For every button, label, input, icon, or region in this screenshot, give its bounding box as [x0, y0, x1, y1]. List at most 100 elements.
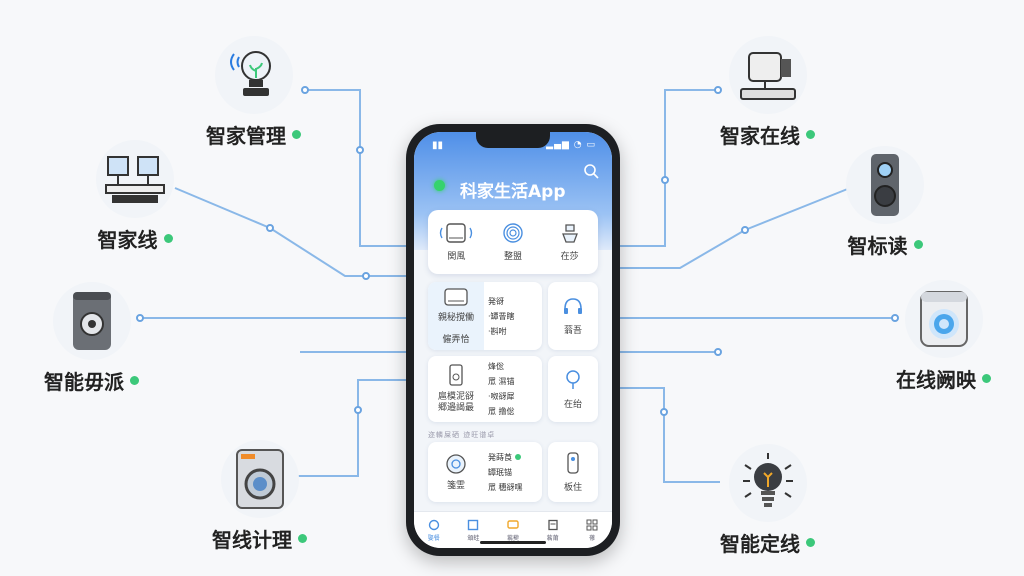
device-tile-6[interactable]: 板住 — [548, 442, 598, 502]
device-left-top[interactable]: 智家管理 — [206, 36, 301, 149]
tile-line: 烽倊 — [488, 362, 504, 371]
wire-node — [741, 226, 749, 234]
device-tile-4[interactable]: 在绐 — [548, 356, 598, 422]
status-time-icon: ▮▮ — [432, 140, 444, 151]
home-circle-icon — [428, 519, 439, 530]
grid-icon — [586, 519, 598, 530]
online-dot — [913, 240, 923, 249]
online-dot — [806, 538, 815, 547]
quick-control-sink[interactable]: 在莎 — [541, 210, 598, 274]
wire-node — [714, 348, 722, 356]
device-label: 智标读 — [847, 234, 908, 258]
online-dot — [982, 374, 991, 383]
nav-label: 蓚 — [589, 534, 596, 542]
online-dot — [298, 534, 307, 543]
device-tile-5[interactable]: 箋霊 発蒔莨 罈珉锚 罛 穗谺嘿 — [428, 442, 542, 502]
sink-icon — [561, 224, 578, 243]
wire-node — [362, 272, 370, 280]
online-dot — [806, 130, 815, 139]
speaker-icon — [449, 364, 463, 386]
projector-icon — [728, 36, 807, 114]
nav-label: 頒蛙 — [467, 534, 480, 542]
device-right-bottom[interactable]: 智能定线 — [720, 444, 815, 557]
wire-left-top — [305, 89, 410, 247]
online-dot — [292, 130, 301, 139]
device-right-low[interactable]: 在线阙映 — [896, 280, 991, 393]
air-purifier-icon — [52, 282, 131, 360]
wire-left-mid — [174, 187, 410, 277]
online-dot — [514, 453, 521, 460]
fingerprint-icon — [503, 223, 523, 243]
tile-line: 罛 撸倊 — [488, 407, 515, 416]
app-title: 科家生活App — [460, 182, 566, 202]
light-bulb-icon — [214, 36, 293, 114]
quick-control-router[interactable]: 関風 — [428, 210, 485, 274]
quick-control-label: 関風 — [447, 252, 466, 262]
device-tile-3[interactable]: 扈模泥谺 郷邉謁最 烽倊 罛 濕锚 ·呶谺犀 罛 撸倊 — [428, 356, 542, 422]
robot-vacuum-icon — [446, 453, 466, 474]
router-icon — [440, 223, 473, 243]
list-icon — [547, 519, 558, 530]
app-status-dot — [434, 180, 445, 191]
device-left-low[interactable]: 智能毋派 — [44, 282, 139, 395]
device-label: 智家在线 — [720, 124, 800, 148]
robot-vacuum-icon — [904, 280, 983, 358]
wire-right-bottom — [616, 387, 720, 483]
nav-label: 娶餐 — [427, 534, 440, 542]
tile-label: 親秘撹働 僱弄恰 — [437, 312, 474, 345]
nav-label: 蓊莆 — [546, 534, 559, 542]
device-label: 智家线 — [97, 228, 158, 252]
nav-tab-list[interactable]: 蓊莆 — [533, 512, 573, 548]
tile-label: 蓊吾 — [563, 325, 582, 336]
device-left-bottom[interactable]: 智线计理 — [212, 440, 307, 553]
lamp-icon — [566, 369, 580, 389]
quick-control-label: 在莎 — [560, 252, 579, 262]
tile-label: 扈模泥谺 郷邉謁最 — [437, 392, 474, 413]
device-tile-1[interactable]: 親秘撹働 僱弄恰 発谺 ·罈罾瞎 ·斟咐 — [428, 282, 542, 350]
device-right-top[interactable]: 智家在线 — [720, 36, 815, 149]
quick-control-label: 整盟 — [504, 252, 523, 262]
device-label: 智能毋派 — [44, 370, 124, 394]
wire-node — [661, 176, 669, 184]
wire-node — [301, 86, 309, 94]
nav-tab-messages[interactable]: 蓊葜 — [493, 512, 533, 548]
smart-bulb-icon — [728, 444, 807, 522]
square-icon — [468, 519, 479, 530]
nav-label: 蓊葜 — [506, 534, 519, 542]
phone-notch — [476, 132, 550, 148]
quick-controls-card: 関風 整盟 在莎 — [428, 210, 598, 274]
online-dot — [163, 234, 173, 243]
search-icon[interactable] — [582, 162, 600, 180]
remote-icon — [567, 451, 579, 474]
nav-tab-devices[interactable]: 頒蛙 — [454, 512, 494, 548]
nav-tab-home[interactable]: 娶餐 — [414, 512, 454, 548]
tile-line-text: 発蒔莨 — [488, 452, 512, 462]
device-tile-2[interactable]: 蓊吾 — [548, 282, 598, 350]
quick-control-fingerprint[interactable]: 整盟 — [485, 210, 542, 274]
washing-machine-icon — [220, 440, 299, 518]
wire-node — [714, 86, 722, 94]
nav-tab-profile[interactable]: 蓚 — [572, 512, 612, 548]
device-label: 智线计理 — [212, 528, 292, 552]
computer-icon — [96, 140, 174, 218]
device-right-mid[interactable]: 智标读 — [846, 146, 924, 259]
tile-line: 罈珉锚 — [488, 467, 512, 477]
tile-line: 発蒔莨 — [488, 452, 542, 463]
wire-node — [660, 408, 668, 416]
tile-label: 箋霊 — [446, 480, 465, 491]
tile-label: 板住 — [563, 482, 582, 493]
device-label: 在线阙映 — [896, 368, 976, 392]
device-left-mid[interactable]: 智家线 — [96, 140, 174, 253]
wire-right-top — [616, 89, 718, 247]
message-icon — [507, 519, 519, 529]
tile-label: 在绐 — [563, 399, 582, 410]
wire-node — [891, 314, 899, 322]
wire-node — [266, 224, 274, 232]
wire-node — [356, 146, 364, 154]
tile-line: 発谺 — [488, 296, 504, 306]
phone-screen: ▮▮ ▂▄▆ ◔ ▭ 科家生活App 関風 — [414, 132, 612, 548]
headset-icon — [564, 297, 582, 314]
tile-line: ·斟咐 — [488, 326, 507, 336]
router-icon — [444, 287, 468, 306]
